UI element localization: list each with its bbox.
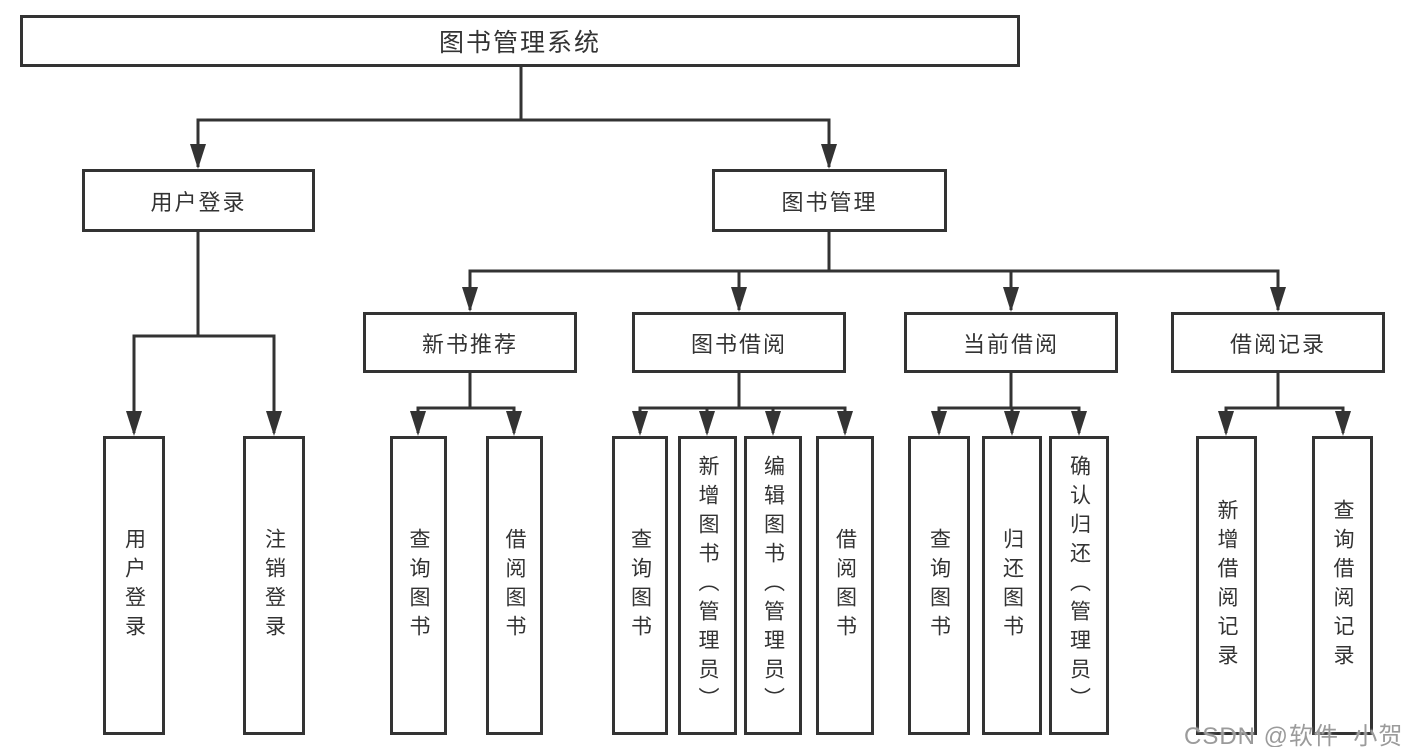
tree-connectors — [132, 67, 1345, 433]
leaf-borrow-books-recommend: 借阅图书 — [486, 436, 543, 735]
leaf-query-books-current: 查询图书 — [908, 436, 970, 735]
node-borrow-records: 借阅记录 — [1171, 312, 1385, 373]
leaf-confirm-return-admin: 确认归还（管理员） — [1049, 436, 1109, 735]
leaf-add-books-admin: 新增图书（管理员） — [678, 436, 737, 735]
leaf-return-books: 归还图书 — [982, 436, 1042, 735]
leaf-user-login: 用户登录 — [103, 436, 165, 735]
leaf-logout: 注销登录 — [243, 436, 305, 735]
leaf-query-borrow-record: 查询借阅记录 — [1312, 436, 1373, 735]
node-current-borrow: 当前借阅 — [904, 312, 1118, 373]
leaf-edit-books-admin: 编辑图书（管理员） — [744, 436, 802, 735]
leaf-query-books-recommend: 查询图书 — [390, 436, 447, 735]
node-book-management: 图书管理 — [712, 169, 947, 232]
node-library-management-system: 图书管理系统 — [20, 15, 1020, 67]
csdn-watermark: CSDN @软件_小贺同学 — [1184, 723, 1405, 747]
leaf-borrow-books: 借阅图书 — [816, 436, 874, 735]
node-new-book-recommend: 新书推荐 — [363, 312, 577, 373]
node-user-login: 用户登录 — [82, 169, 315, 232]
leaf-add-borrow-record: 新增借阅记录 — [1196, 436, 1257, 735]
node-book-borrow: 图书借阅 — [632, 312, 846, 373]
leaf-query-books-borrow: 查询图书 — [612, 436, 668, 735]
